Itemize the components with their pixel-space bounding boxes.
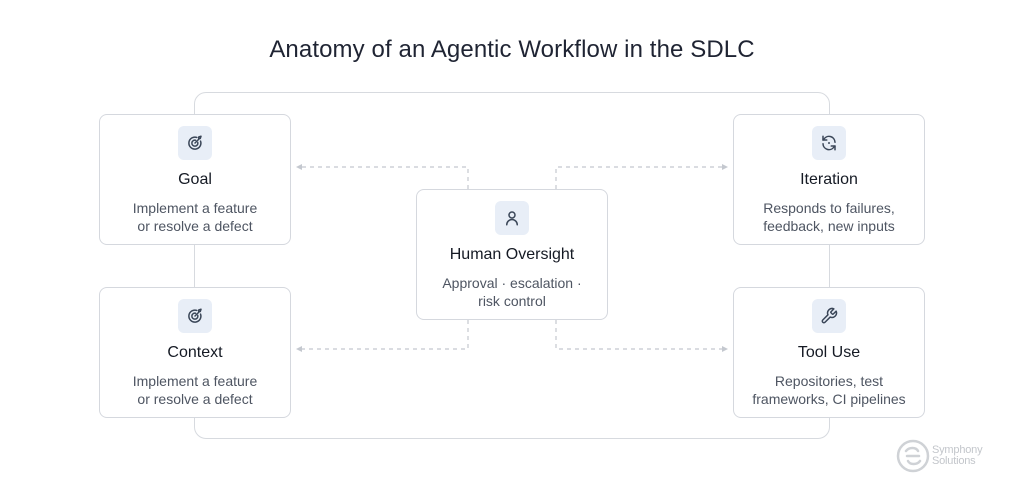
arrowhead-context [296, 346, 302, 352]
symphony-logo-icon [896, 439, 930, 473]
tool-use-description: Repositories, test frameworks, CI pipeli… [742, 372, 916, 408]
tool-use-title: Tool Use [797, 344, 861, 361]
brand-wordmark: Symphony Solutions [932, 444, 983, 467]
tool-desc-line1: Repositories, test [774, 373, 884, 389]
arrowhead-tool [722, 346, 728, 352]
symphony-solutions-logo: Symphony Solutions [896, 438, 1006, 474]
page-title: Anatomy of an Agentic Workflow in the SD… [269, 36, 755, 63]
iteration-description: Responds to failures, feedback, new inpu… [742, 199, 916, 235]
connector-human-to-tool [555, 320, 724, 350]
iteration-title: Iteration [800, 171, 858, 188]
target-icon [178, 126, 212, 160]
context-title: Context [167, 344, 223, 361]
goal-desc-line1: Implement a feature [132, 200, 258, 216]
target-icon [178, 299, 212, 333]
iteration-desc-line1: Responds to failures, [763, 200, 895, 216]
human-oversight-description: Approval · escalation · risk control [425, 274, 599, 310]
arrowhead-iteration [722, 164, 728, 170]
wrench-icon [812, 299, 846, 333]
tool-desc-line2: frameworks, CI pipelines [752, 391, 906, 407]
goal-description: Implement a feature or resolve a defect [108, 199, 282, 235]
refresh-icon [812, 126, 846, 160]
goal-desc-line2: or resolve a defect [137, 218, 253, 234]
brand-line2: Solutions [932, 455, 976, 467]
human-desc-line1: Approval · escalation · [442, 275, 582, 291]
workflow-loop-frame [194, 92, 830, 439]
iteration-card: Iteration Responds to failures, feedback… [733, 114, 925, 245]
context-card: Context Implement a feature or resolve a… [99, 287, 291, 418]
human-oversight-title: Human Oversight [449, 246, 575, 263]
connector-human-to-context [300, 320, 469, 350]
context-desc-line2: or resolve a defect [137, 391, 253, 407]
goal-title: Goal [178, 171, 212, 188]
context-desc-line1: Implement a feature [132, 373, 258, 389]
arrowhead-goal [296, 164, 302, 170]
connector-human-to-iteration [555, 166, 724, 189]
brand-line1: Symphony [932, 444, 983, 456]
human-oversight-card: Human Oversight Approval · escalation · … [416, 189, 608, 320]
iteration-desc-line2: feedback, new inputs [763, 218, 895, 234]
connector-human-to-goal [300, 166, 469, 189]
human-desc-line2: risk control [478, 293, 546, 309]
goal-card: Goal Implement a feature or resolve a de… [99, 114, 291, 245]
context-description: Implement a feature or resolve a defect [108, 372, 282, 408]
user-icon [495, 201, 529, 235]
tool-use-card: Tool Use Repositories, test frameworks, … [733, 287, 925, 418]
